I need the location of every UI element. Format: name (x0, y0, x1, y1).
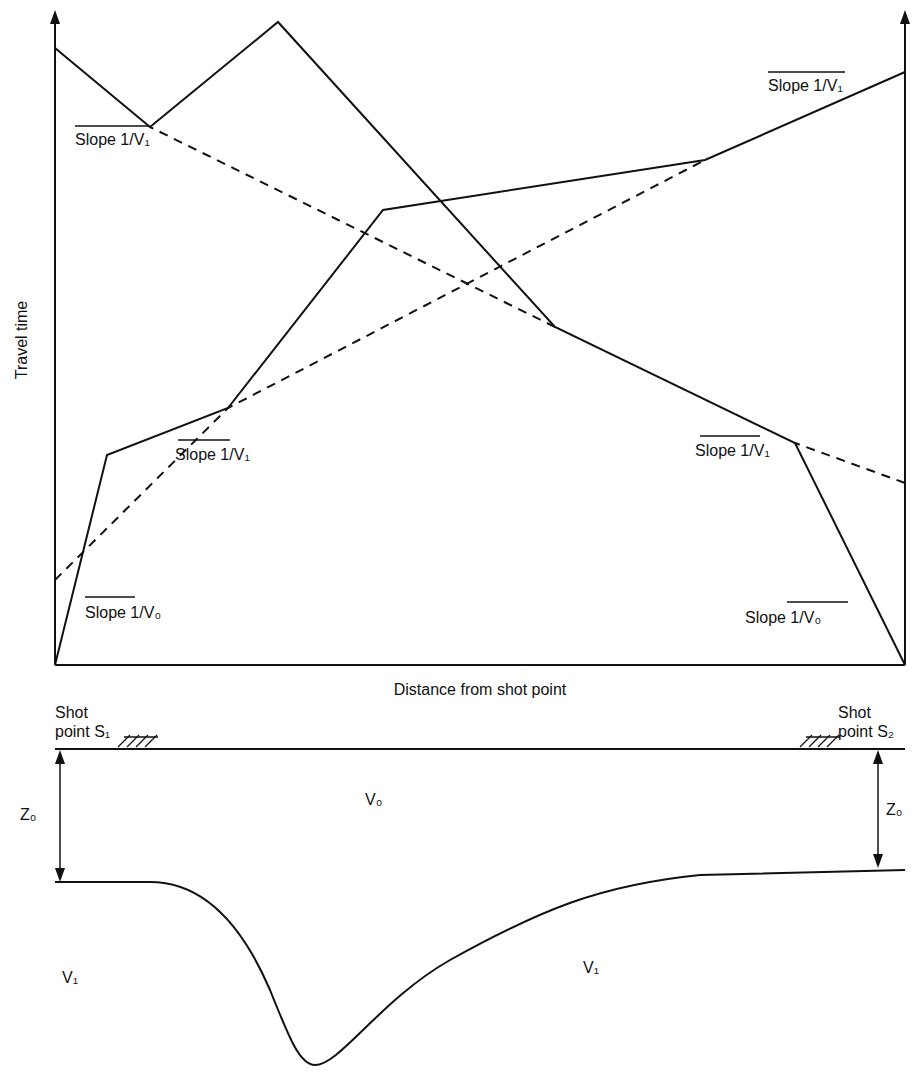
extrapolated-line (795, 443, 905, 483)
velocity-label: V₁ (62, 968, 78, 987)
depth-label: Z₀ (886, 800, 902, 819)
shot-symbol (124, 736, 158, 737)
shot-point-label: Shot point S₁ (55, 703, 119, 741)
travel-time-curve (55, 72, 905, 665)
dimension-arrowhead (873, 750, 883, 764)
slope-tick (178, 439, 230, 441)
velocity-label: V₁ (583, 958, 599, 977)
dimension-arrowhead (873, 854, 883, 868)
distance-axis (55, 664, 905, 666)
shot-symbol (806, 736, 840, 737)
slope-label: Slope 1/V₁ (768, 76, 843, 95)
axis-title: Travel time (12, 301, 31, 380)
time-axis (904, 18, 906, 665)
ground-surface (55, 748, 905, 750)
time-axis (54, 18, 56, 665)
depth-dimension (877, 756, 879, 862)
dimension-arrowhead (55, 868, 65, 882)
slope-tick (768, 71, 845, 73)
slope-tick (75, 125, 150, 127)
dimension-arrowhead (55, 750, 65, 764)
axis-title: Distance from shot point (394, 680, 567, 699)
axis-arrowhead (50, 10, 60, 24)
travel-time-curve (55, 22, 905, 665)
axis-arrowhead (900, 10, 910, 24)
slope-label: Slope 1/V₀ (745, 608, 821, 627)
slope-label: Slope 1/V₁ (175, 445, 250, 464)
slope-tick (700, 435, 760, 437)
velocity-label: V₀ (365, 790, 382, 809)
extrapolated-line (55, 160, 705, 580)
extrapolated-line (150, 127, 555, 327)
depth-dimension (59, 756, 61, 876)
slope-label: Slope 1/V₁ (695, 441, 770, 460)
refractor-boundary (55, 870, 905, 1065)
slope-label: Slope 1/V₀ (85, 603, 161, 622)
slope-tick (787, 601, 848, 603)
slope-label: Slope 1/V₁ (75, 130, 150, 149)
shot-point-label: Shot point S₂ (838, 703, 902, 741)
depth-label: Z₀ (20, 805, 36, 824)
slope-tick (85, 596, 135, 598)
